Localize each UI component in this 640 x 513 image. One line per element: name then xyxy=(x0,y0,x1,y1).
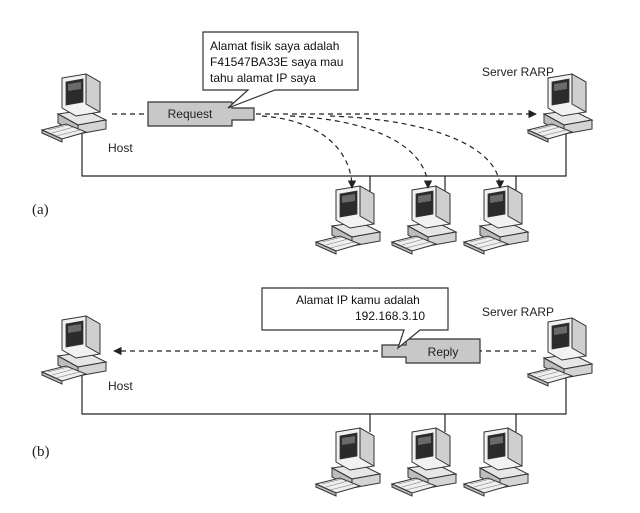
panel-a: (a) Host Server RARP Request Alamat fisi… xyxy=(32,31,593,255)
client-computer-icon-a2 xyxy=(391,185,457,255)
server-computer-icon-b xyxy=(527,317,593,387)
panel-b: (b) Host Server RARP Reply Alamat IP kam… xyxy=(32,287,593,497)
network-bus-b xyxy=(81,372,567,415)
server-label-b: Server RARP xyxy=(482,305,554,319)
broadcast-arrow-2 xyxy=(289,115,433,189)
panel-a-label: (a) xyxy=(32,202,49,218)
panel-b-label: (b) xyxy=(32,444,50,460)
server-label-a: Server RARP xyxy=(482,65,554,79)
network-bus-a xyxy=(81,130,567,177)
broadcast-arrow-1 xyxy=(261,115,357,189)
client-computer-icon-b2 xyxy=(391,427,457,497)
reply-message-box: Reply xyxy=(381,338,481,364)
request-label: Request xyxy=(168,107,213,121)
reply-label: Reply xyxy=(428,345,459,359)
request-callout-line-3: tahu alamat IP saya xyxy=(210,71,316,85)
request-message-box: Request xyxy=(147,101,255,127)
request-callout-line-1: Alamat fisik saya adalah xyxy=(210,39,339,53)
client-computer-icon-b3 xyxy=(463,427,529,497)
reply-callout: Alamat IP kamu adalah 192.168.3.10 xyxy=(261,287,449,350)
broadcast-arrow-3 xyxy=(329,115,505,189)
reply-callout-line-1: Alamat IP kamu adalah xyxy=(296,293,420,307)
host-label-a: Host xyxy=(108,141,133,155)
request-callout: Alamat fisik saya adalah F41547BA33E say… xyxy=(202,31,359,109)
reply-callout-line-2: 192.168.3.10 xyxy=(355,309,425,323)
client-computer-icon-a1 xyxy=(315,185,381,255)
client-computer-icon-a3 xyxy=(463,185,529,255)
server-computer-icon-a xyxy=(527,73,593,143)
request-callout-line-2: F41547BA33E saya mau xyxy=(210,55,343,69)
host-computer-icon-a xyxy=(41,73,107,143)
client-computer-icon-b1 xyxy=(315,427,381,497)
host-computer-icon-b xyxy=(41,315,107,385)
host-label-b: Host xyxy=(108,379,133,393)
